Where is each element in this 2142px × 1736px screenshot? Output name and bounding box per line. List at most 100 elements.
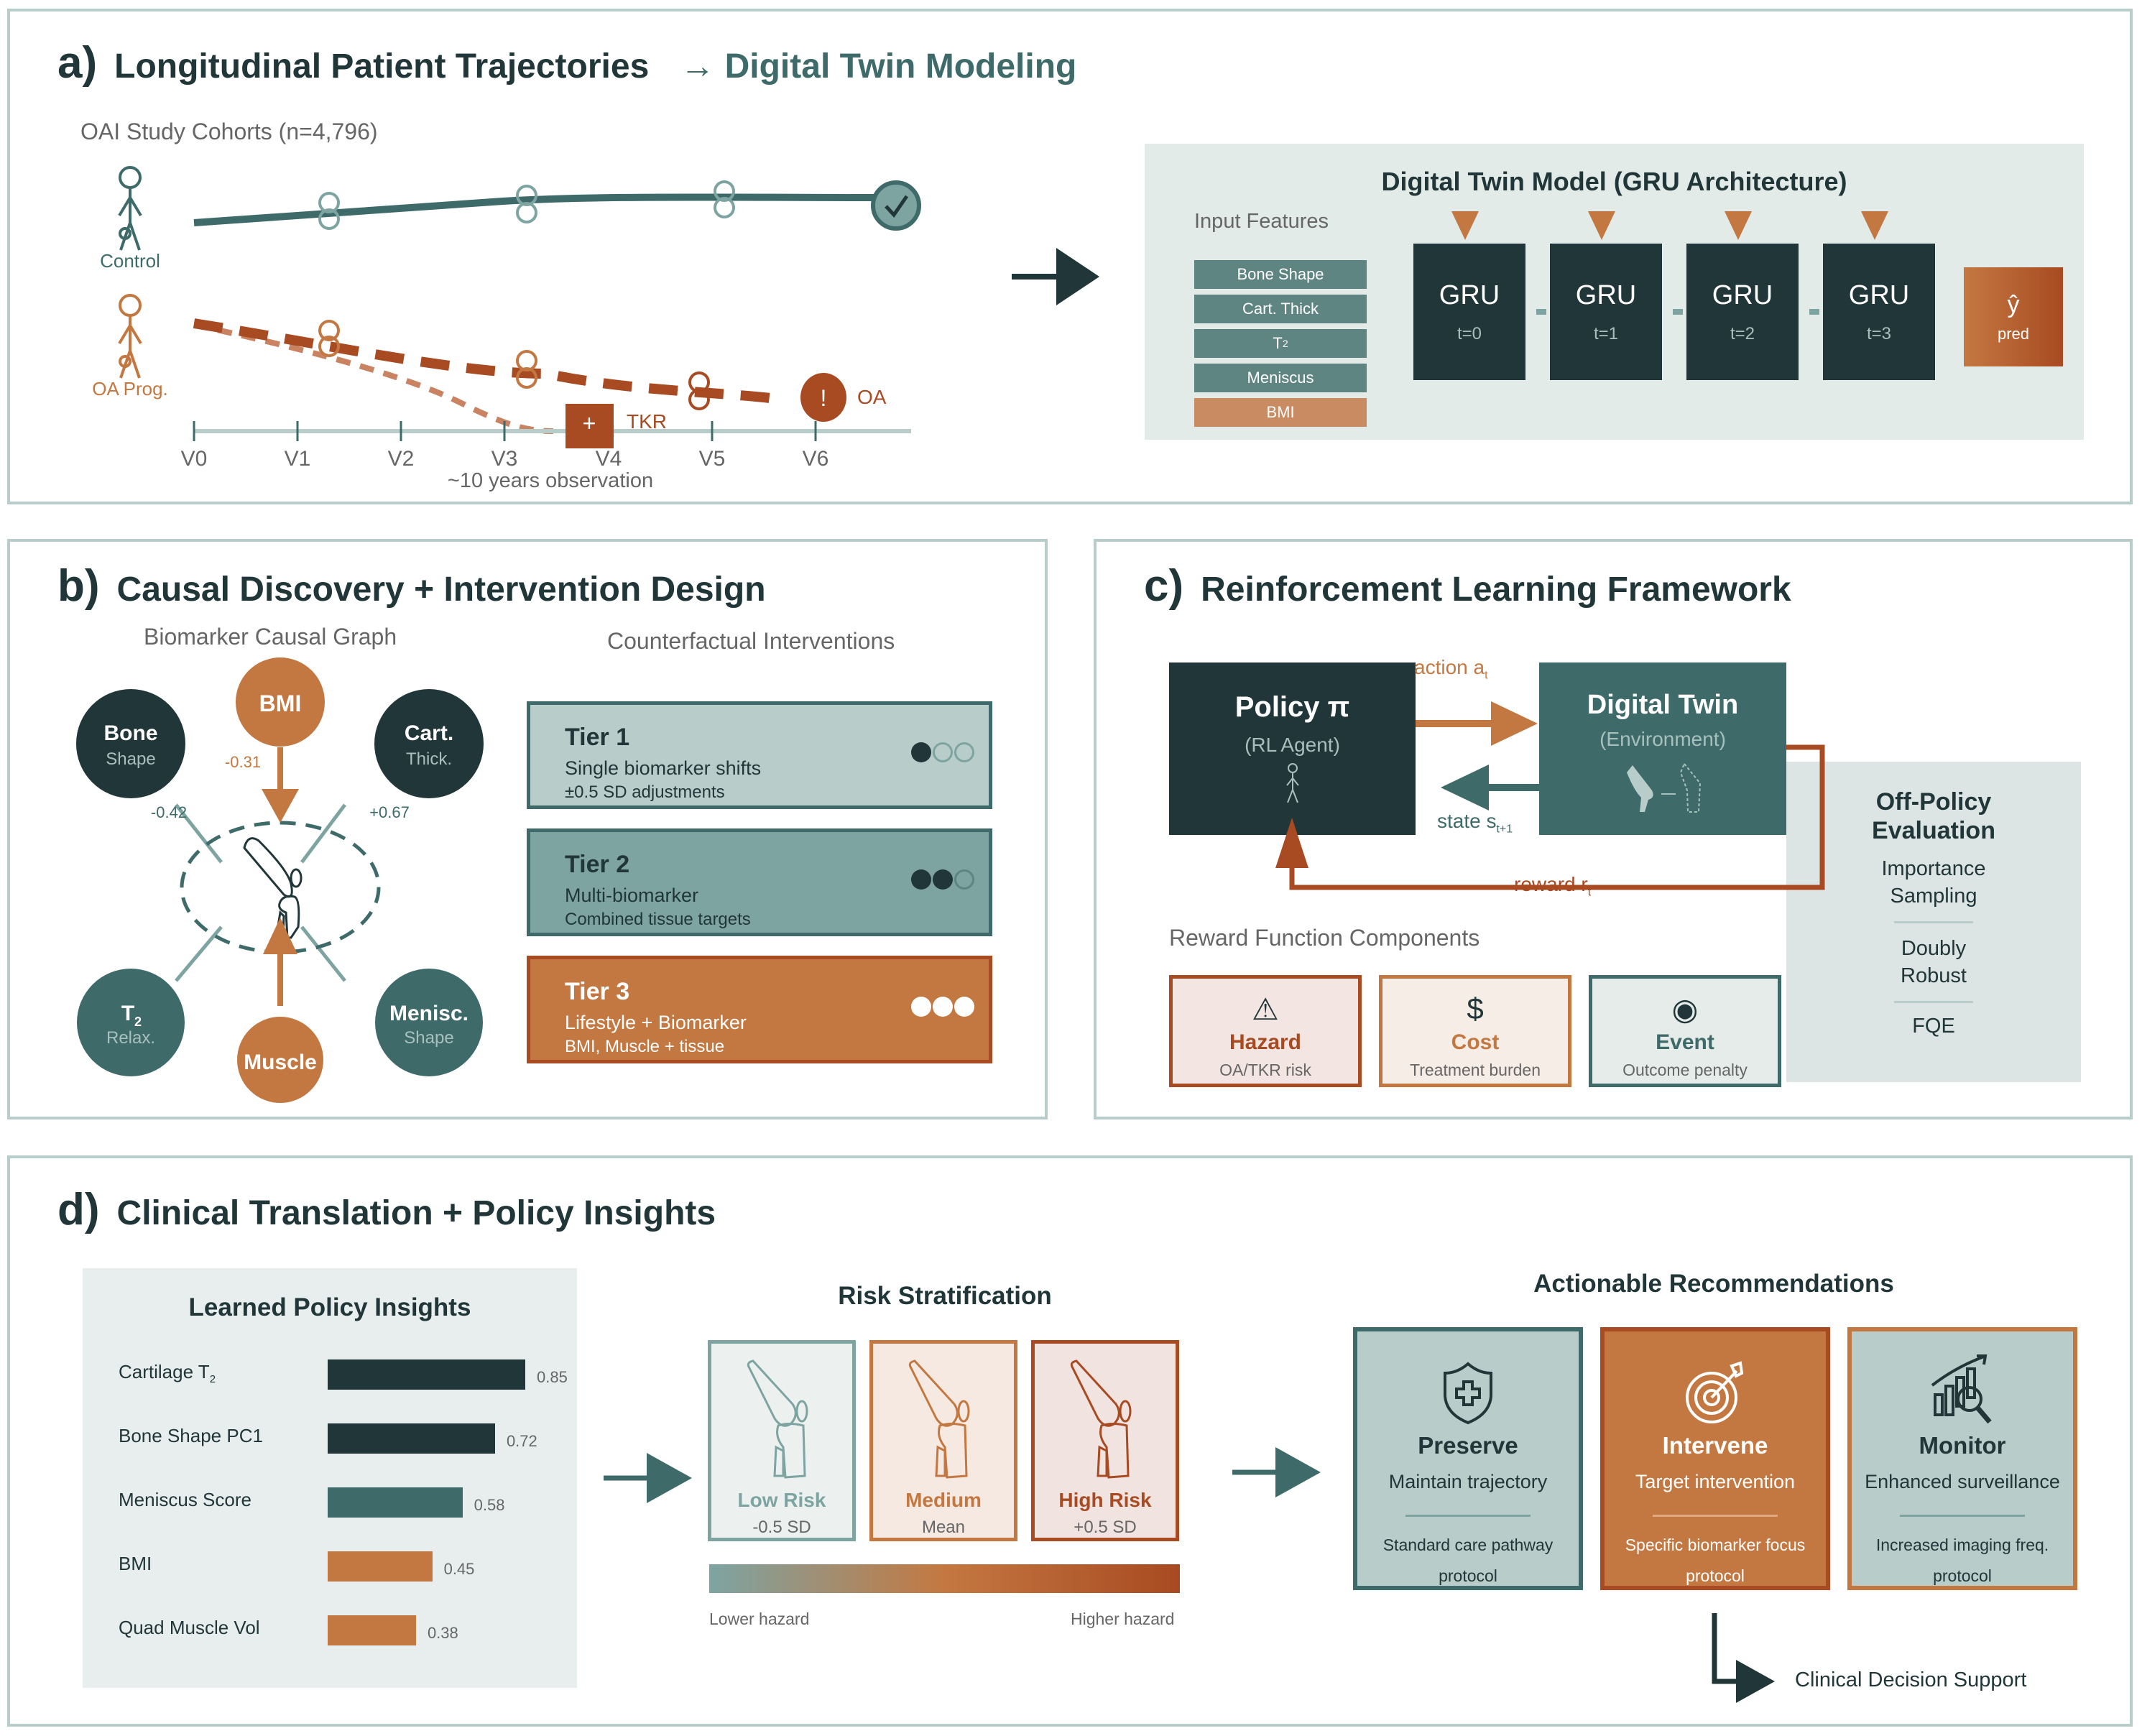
visit-label: V1 (285, 447, 311, 471)
risk-high-card: High Risk +0.5 SD (1031, 1340, 1179, 1541)
tier-3-card: Tier 3 Lifestyle + Biomarker BMI, Muscle… (527, 956, 992, 1063)
warning-icon: ⚠ (1252, 992, 1279, 1026)
gru-connector (1536, 309, 1546, 315)
panel-c-title: c)Reinforcement Learning Framework (1144, 561, 1791, 611)
bmi-arrow-icon (262, 789, 299, 823)
prediction-output: ŷ pred (1964, 267, 2063, 366)
bar (328, 1551, 433, 1582)
recommendations-title: Actionable Recommendations (1533, 1270, 1894, 1298)
reward-event-card: ◉ Event Outcome penalty (1589, 975, 1781, 1087)
tkr-label: TKR (627, 410, 667, 433)
bar-category-label: Meniscus Score (119, 1489, 251, 1510)
input-arrow-icon (1451, 211, 1479, 240)
feature-cart-thick: Cart. Thick (1194, 295, 1367, 323)
knee-transform-icon (1627, 762, 1702, 813)
digital-twin-env-box: Digital Twin (Environment) (1539, 662, 1786, 835)
node-label: Muscle (244, 1051, 317, 1074)
visit-label: V6 (803, 447, 829, 471)
higher-hazard-label: Higher hazard (1071, 1610, 1175, 1628)
reward-cost-card: $ Cost Treatment burden (1379, 975, 1571, 1087)
edge-weight-bone: -0.42 (151, 803, 187, 821)
svg-text:+: + (583, 410, 596, 436)
title-arrow: → (680, 47, 715, 86)
causal-graph-label: Biomarker Causal Graph (144, 624, 397, 650)
edge-weight-cart: +0.67 (369, 803, 410, 821)
visit-label: V2 (388, 447, 415, 471)
feature-bone-shape: Bone Shape (1194, 260, 1367, 289)
target-dot-icon: ◉ (1671, 992, 1699, 1026)
panel-d-title: d)Clinical Translation + Policy Insights (57, 1185, 716, 1234)
knee-outline-icon (747, 1359, 808, 1479)
chart-magnifier-icon (1931, 1354, 1992, 1424)
gru-connector (1809, 309, 1819, 315)
bar-category-label: BMI (119, 1553, 152, 1574)
bar-value-label: 0.45 (443, 1560, 475, 1578)
knee-outline-icon (1070, 1359, 1132, 1479)
knee-icon (243, 837, 303, 939)
oa-event-marker: ! (800, 373, 846, 422)
node-label-sub: 2 (134, 1015, 142, 1029)
rec-monitor-card: Monitor Enhanced surveillance Increased … (1847, 1327, 2077, 1590)
lower-hazard-label: Lower hazard (709, 1610, 810, 1628)
feature-meniscus: Meniscus (1194, 364, 1367, 392)
bar (328, 1423, 495, 1454)
node-label: BMI (259, 691, 302, 716)
tier-2-card: Tier 2 Multi-biomarker Combined tissue t… (527, 828, 992, 936)
risk-title: Risk Stratification (838, 1282, 1052, 1310)
reward-arrow-icon (1275, 818, 1308, 868)
bar-value-label: 0.85 (537, 1368, 568, 1386)
agent-person-icon (1285, 763, 1299, 803)
trajectory-plot: Control OA Prog. + TKR (92, 166, 921, 492)
node-t2 (77, 969, 185, 1076)
node-cart (374, 689, 484, 798)
causal-graph: Bone BMI Cart. T 2 Muscle Menisc. Shape … (76, 657, 484, 1103)
node-label: Bone (104, 721, 158, 745)
tier-level-indicator (911, 869, 974, 890)
bar-category-label: Bone Shape PC1 (119, 1425, 263, 1446)
node-sublabel: Thick. (406, 749, 452, 769)
node-sublabel: Shape (106, 749, 155, 769)
tkr-event-marker: + (565, 404, 614, 448)
visit-label: V0 (181, 447, 208, 471)
bar-value-label: 0.38 (427, 1624, 458, 1642)
input-features-label: Input Features (1194, 210, 1329, 233)
feature-bmi: BMI (1194, 398, 1367, 427)
bar-value-label: 0.58 (474, 1496, 505, 1514)
visit-label: V3 (491, 447, 518, 471)
visit-label: V4 (596, 447, 622, 471)
shield-plus-icon (1444, 1362, 1492, 1425)
bar (328, 1359, 525, 1390)
muscle-arrow-icon (263, 918, 297, 954)
axis-caption: ~10 years observation (448, 469, 653, 492)
dollar-icon: $ (1467, 992, 1484, 1025)
clinical-decision-support-label: Clinical Decision Support (1795, 1668, 2027, 1691)
ope-method: FQE (1912, 1015, 1955, 1038)
visit-labels: V0 V1 V2 V3 V4 V5 V6 (181, 447, 829, 471)
cohort-label: OAI Study Cohorts (n=4,796) (80, 119, 378, 144)
oa-prog-label: OA Prog. (92, 378, 168, 400)
control-person-icon (118, 166, 142, 251)
flow-arrow-icon (1232, 1447, 1321, 1497)
reward-label: reward rt (1514, 873, 1592, 899)
knee-outline-icon (908, 1359, 970, 1479)
visit-label: V5 (699, 447, 726, 471)
edge-bone (175, 803, 223, 864)
state-label: state st+1 (1437, 810, 1513, 836)
flow-arrow-icon (1012, 248, 1099, 305)
node-label: T (121, 1002, 134, 1025)
bar (328, 1487, 463, 1518)
tier-level-indicator (911, 997, 974, 1017)
rec-intervene-card: Intervene Target intervention Specific b… (1600, 1327, 1830, 1590)
model-title: Digital Twin Model (GRU Architecture) (1381, 167, 1847, 196)
reward-components-label: Reward Function Components (1169, 925, 1480, 951)
gru-connector (1673, 309, 1683, 315)
node-bmi (236, 657, 325, 747)
rl-loop-arrows (1275, 701, 1825, 890)
node-bone (76, 689, 185, 798)
